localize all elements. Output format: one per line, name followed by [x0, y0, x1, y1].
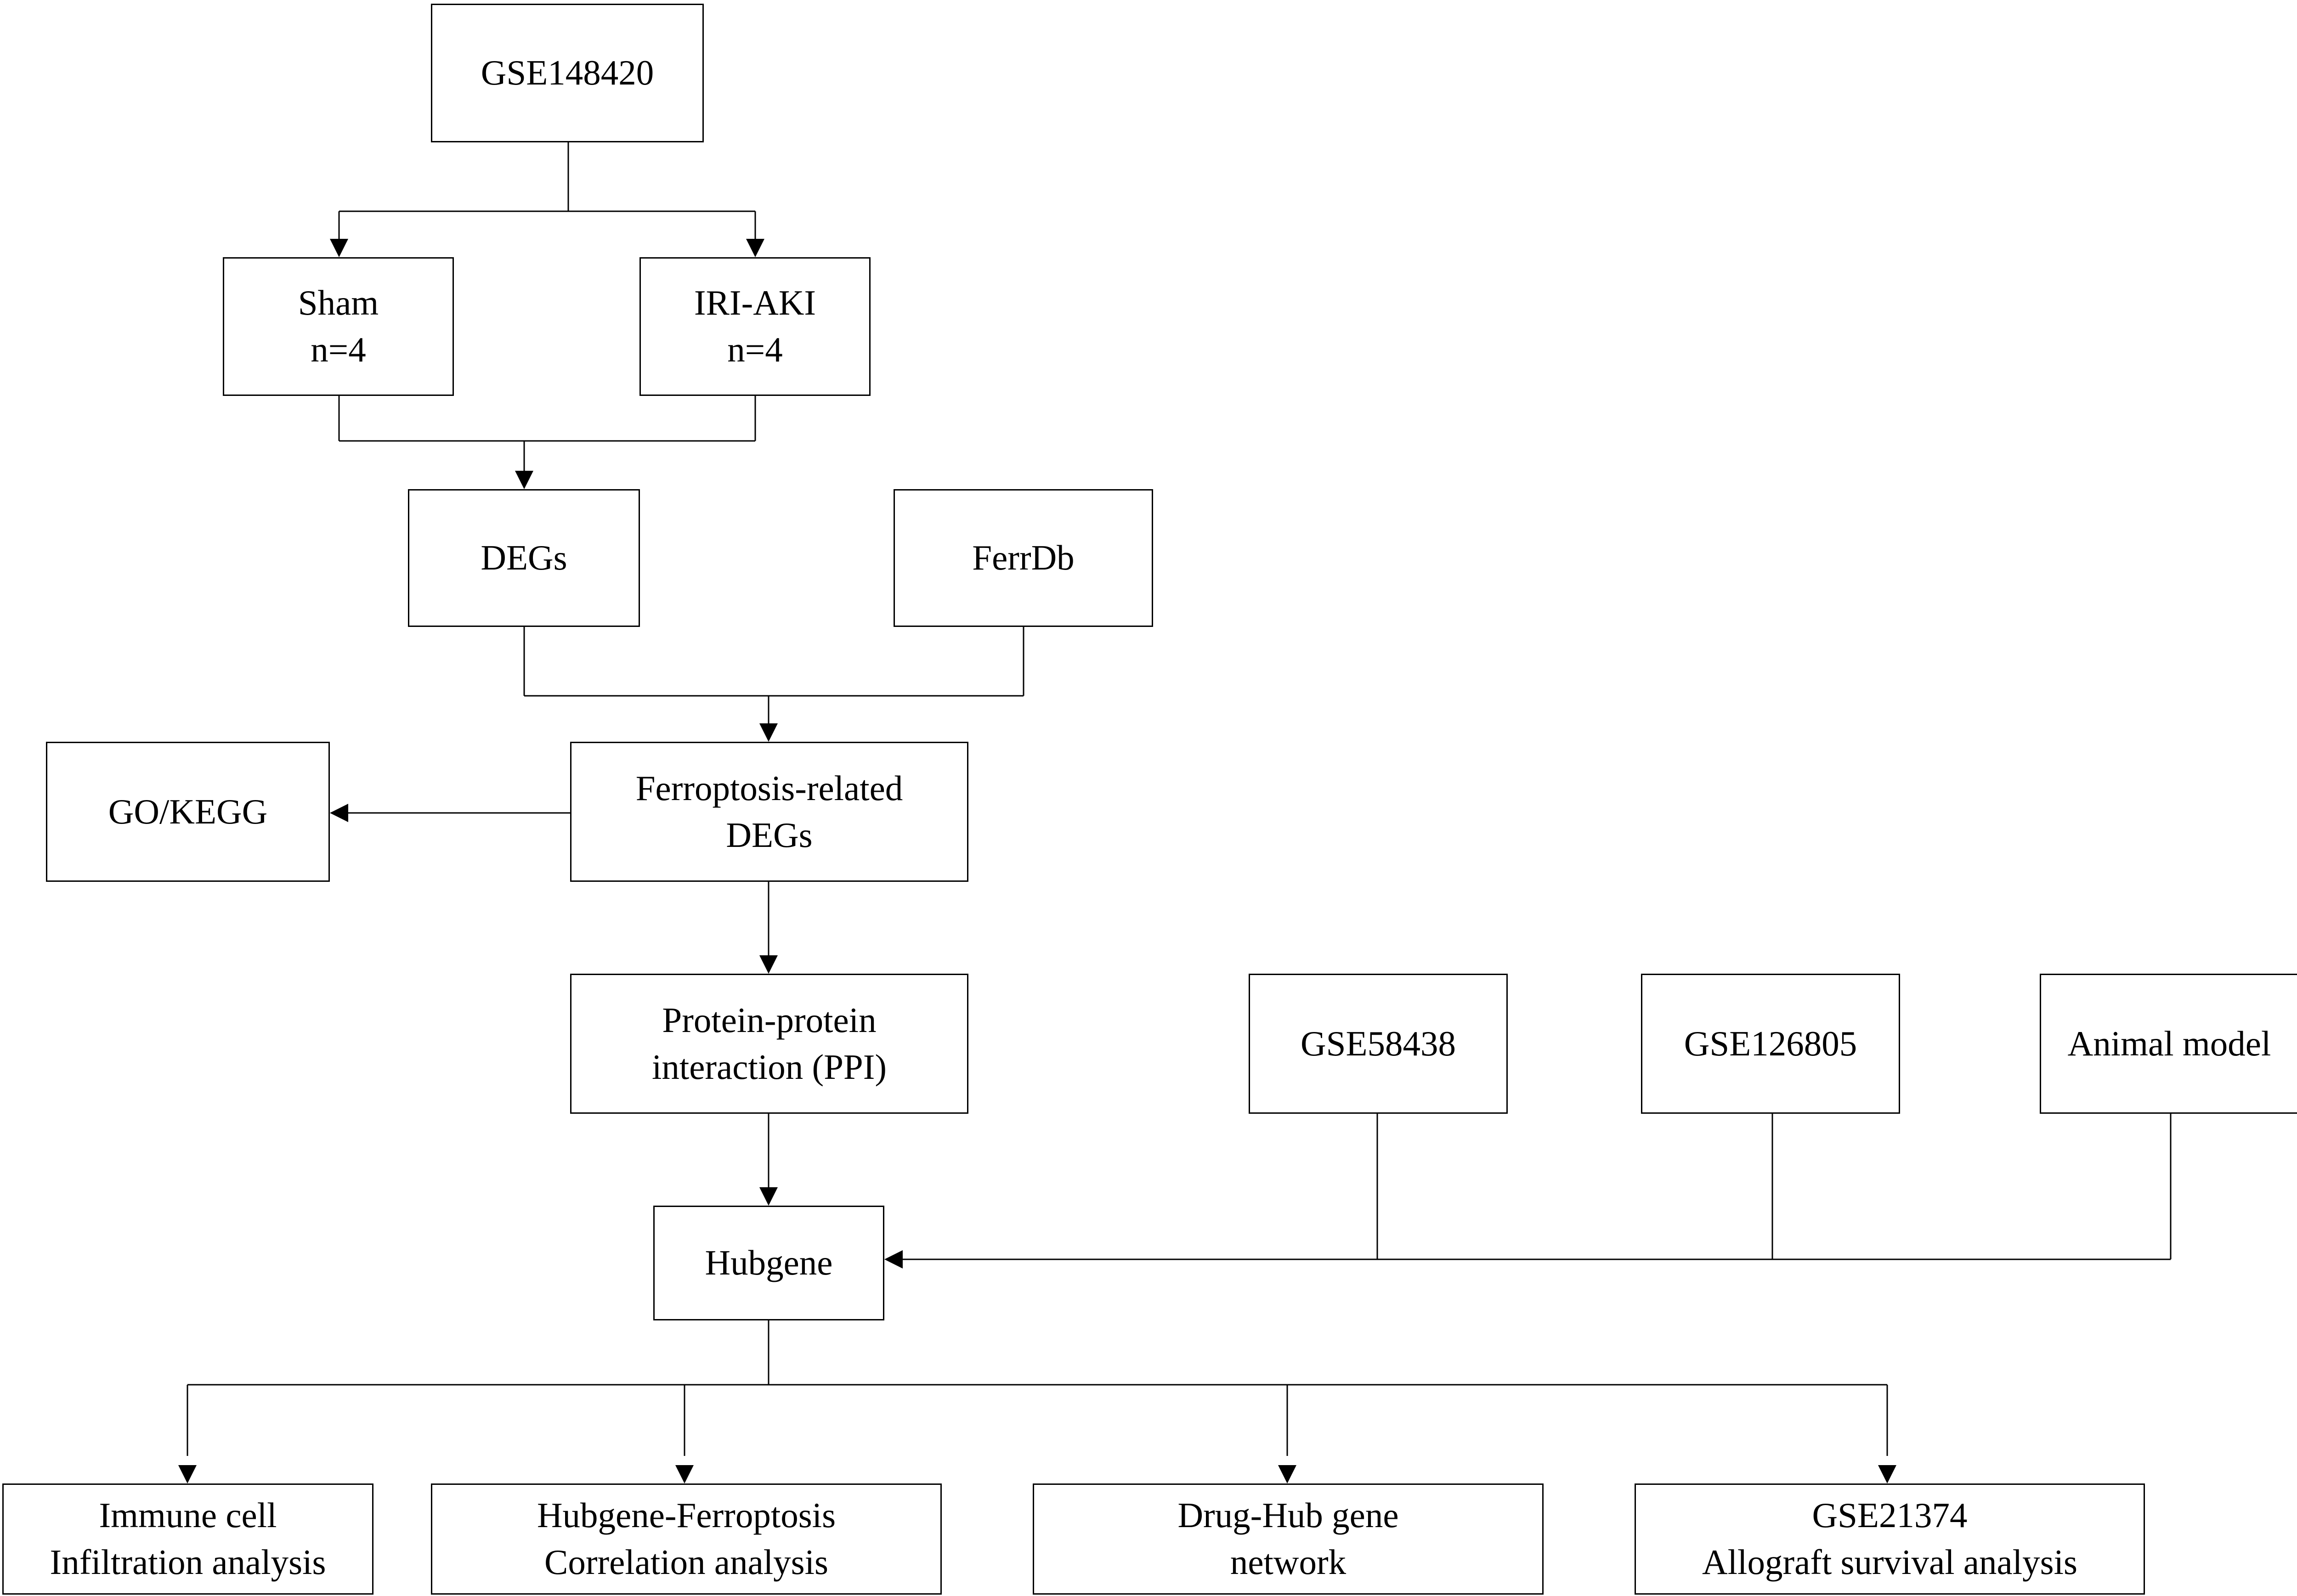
node-degs: DEGs	[408, 489, 640, 627]
node-hubgene: Hubgene	[653, 1206, 884, 1320]
node-animal-model-label: Animal model	[2067, 1023, 2271, 1063]
arrowhead-gse21374	[1878, 1465, 1896, 1483]
node-gokegg: GO/KEGG	[46, 742, 330, 882]
arrowhead-ferroptosis-degs	[759, 723, 778, 742]
node-hubgene-ferroptosis-label: Hubgene-Ferroptosis Correlation analysis	[537, 1495, 836, 1582]
node-iri-aki-label: IRI-AKI n=4	[694, 283, 816, 369]
node-ppi-label: Protein-protein interaction (PPI)	[651, 1000, 887, 1087]
node-ferroptosis-degs-label: Ferroptosis-related DEGs	[635, 768, 903, 855]
node-degs-label: DEGs	[481, 538, 567, 578]
arrowhead-degs	[515, 471, 533, 489]
arrowhead-drug-hub	[1278, 1465, 1296, 1483]
node-ppi: Protein-protein interaction (PPI)	[570, 974, 968, 1114]
node-gokegg-label: GO/KEGG	[108, 791, 268, 831]
node-ferroptosis-degs: Ferroptosis-related DEGs	[570, 742, 968, 882]
node-gse148420-label: GSE148420	[481, 53, 654, 93]
node-gse21374-label: GSE21374 Allograft survival analysis	[1702, 1495, 2077, 1582]
node-sham-label: Sham n=4	[298, 283, 379, 369]
node-gse21374: GSE21374 Allograft survival analysis	[1635, 1483, 2145, 1595]
arrowhead-sham	[330, 239, 348, 257]
node-gse126805-label: GSE126805	[1684, 1023, 1857, 1063]
node-drug-hub-label: Drug-Hub gene network	[1177, 1495, 1399, 1582]
node-drug-hub: Drug-Hub gene network	[1033, 1483, 1544, 1595]
arrowhead-hubgene-ferroptosis	[675, 1465, 694, 1483]
node-animal-model: Animal model	[2040, 974, 2297, 1114]
node-gse58438-label: GSE58438	[1301, 1023, 1456, 1063]
node-ferrdb: FerrDb	[894, 489, 1153, 627]
node-iri-aki: IRI-AKI n=4	[639, 257, 871, 396]
node-gse126805: GSE126805	[1641, 974, 1900, 1114]
node-hubgene-label: Hubgene	[705, 1243, 833, 1283]
arrowhead-iri-aki	[746, 239, 764, 257]
node-ferrdb-label: FerrDb	[972, 538, 1075, 578]
arrowhead-gokegg	[330, 804, 348, 822]
arrowhead-hubgene-top	[759, 1187, 778, 1206]
node-hubgene-ferroptosis: Hubgene-Ferroptosis Correlation analysis	[431, 1483, 942, 1595]
node-immune-label: Immune cell Infiltration analysis	[50, 1495, 326, 1582]
node-sham: Sham n=4	[223, 257, 454, 396]
arrowhead-immune	[178, 1465, 197, 1483]
node-gse148420: GSE148420	[431, 4, 704, 142]
arrowhead-hubgene-right	[884, 1250, 903, 1269]
node-gse58438: GSE58438	[1249, 974, 1508, 1114]
node-immune: Immune cell Infiltration analysis	[2, 1483, 373, 1595]
arrowhead-ppi	[759, 955, 778, 974]
